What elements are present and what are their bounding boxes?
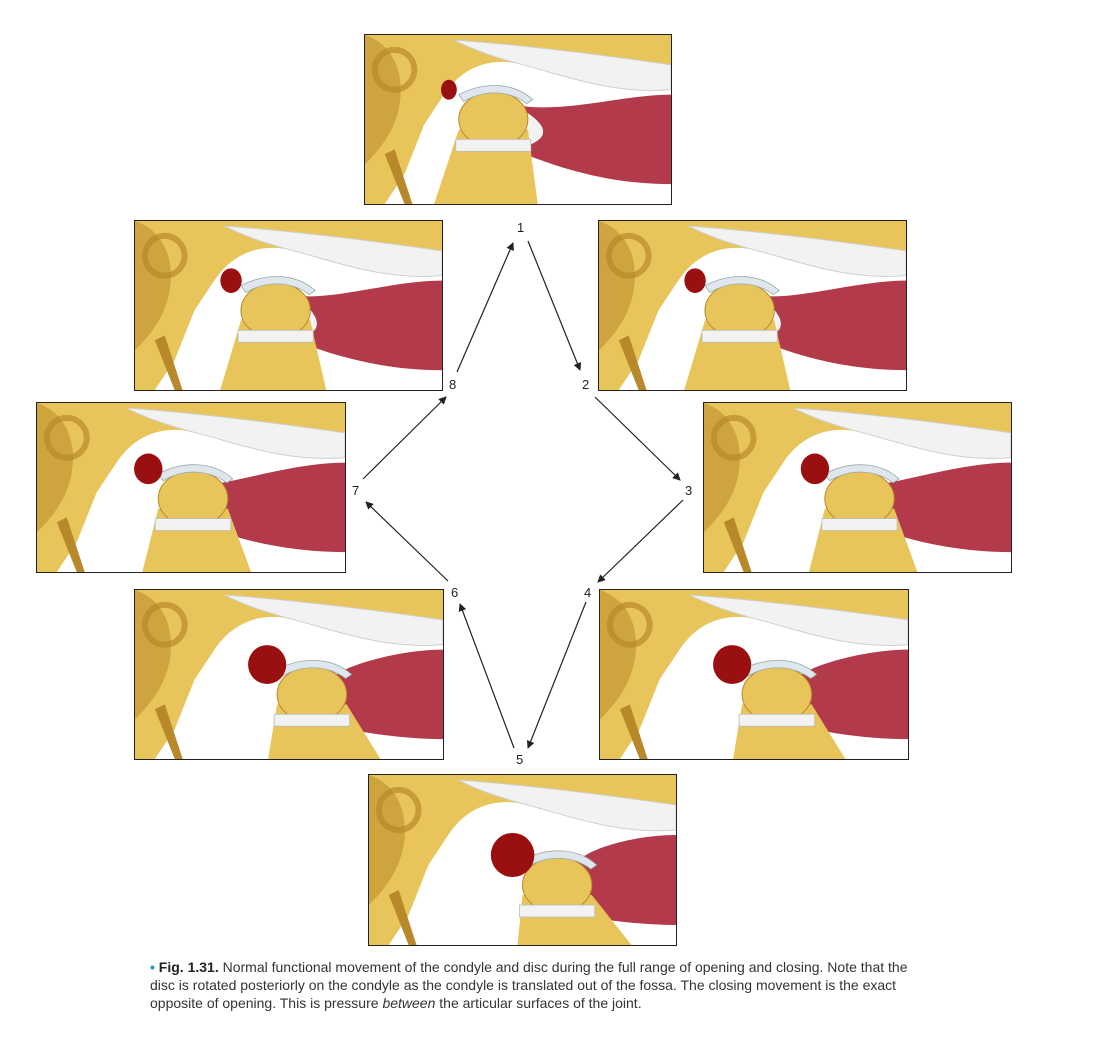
caption-emphasis: between [382, 995, 436, 1011]
label-7: 7 [352, 483, 360, 498]
panel-7 [36, 402, 346, 573]
figure-caption: • Fig. 1.31. Normal functional movement … [150, 958, 910, 1012]
label-6: 6 [451, 585, 459, 600]
arrow-7-to-8 [362, 396, 447, 480]
label-4: 4 [584, 585, 592, 600]
label-5: 5 [516, 752, 524, 767]
arrow-6-to-7 [365, 501, 449, 582]
arrow-8-to-1 [456, 242, 514, 373]
arrow-4-to-5 [526, 601, 587, 749]
label-2: 2 [582, 377, 590, 392]
caption-text-1: Normal functional movement of the condyl… [150, 959, 908, 1011]
panel-5 [368, 774, 677, 946]
panel-4 [599, 589, 909, 760]
label-1: 1 [517, 220, 525, 235]
panel-3 [703, 402, 1012, 573]
caption-text-2: the articular surfaces of the joint. [439, 995, 642, 1011]
panel-1 [364, 34, 672, 205]
caption-bullet: • [150, 959, 155, 975]
panel-8 [134, 220, 443, 391]
panel-6 [134, 589, 444, 760]
arrow-3-to-4 [597, 499, 684, 583]
panel-2 [598, 220, 907, 391]
figure-label: Fig. 1.31. [158, 959, 219, 975]
label-8: 8 [449, 377, 457, 392]
arrow-1-to-2 [527, 240, 582, 371]
label-3: 3 [685, 483, 693, 498]
arrow-2-to-3 [594, 396, 681, 481]
arrow-5-to-6 [458, 603, 515, 749]
